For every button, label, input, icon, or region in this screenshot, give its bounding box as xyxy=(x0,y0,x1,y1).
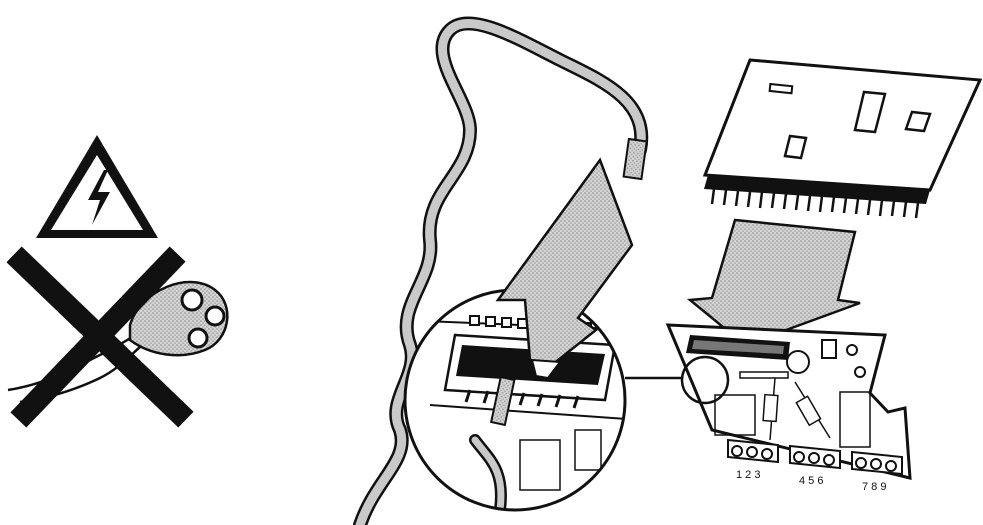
terminal-block xyxy=(790,446,840,468)
terminal-block xyxy=(728,440,778,462)
terminal-label-2: 4 5 6 xyxy=(799,475,823,487)
magnified-connector-detail xyxy=(400,290,640,520)
base-circuit-board: 1 2 3 4 5 6 7 8 9 xyxy=(668,325,910,493)
plug-in-module-card xyxy=(704,60,980,218)
unplug-power-cross-icon xyxy=(8,262,227,412)
terminal-label-1: 1 2 3 xyxy=(736,469,760,481)
terminal-block xyxy=(852,452,902,474)
terminal-label-3: 7 8 9 xyxy=(862,481,886,493)
high-voltage-warning-icon xyxy=(36,135,158,238)
